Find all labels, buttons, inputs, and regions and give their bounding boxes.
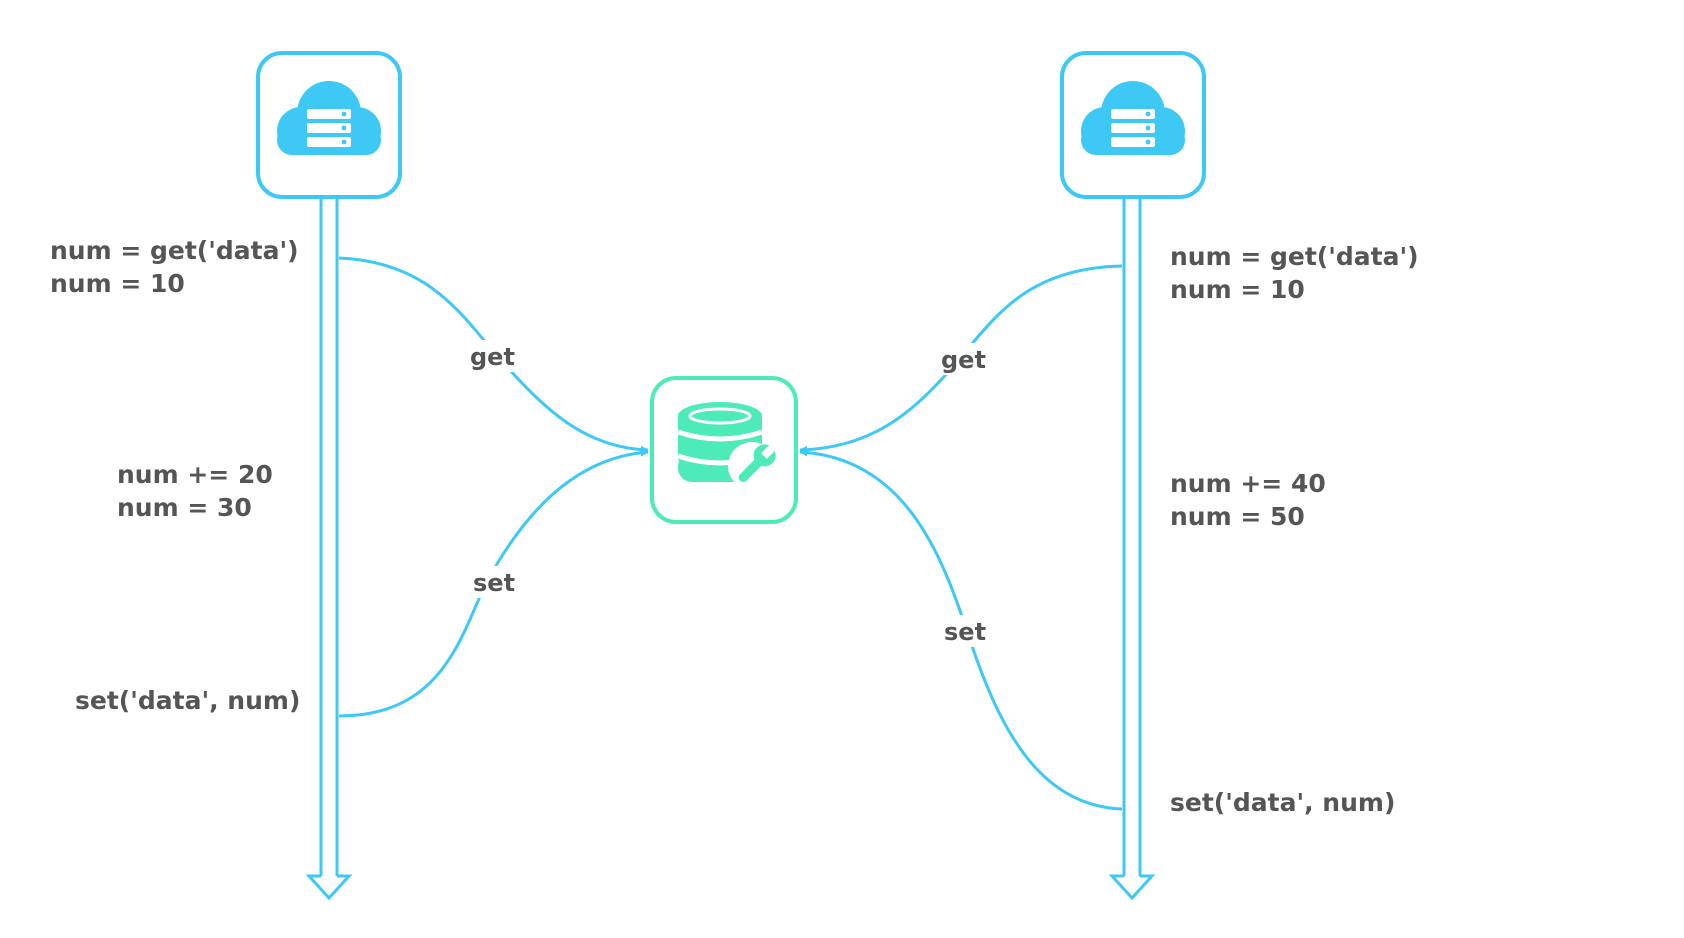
edges: [338, 256, 1123, 811]
right-code: num = get('data') num = 10 num += 40 num…: [1170, 242, 1419, 817]
edge-labels: get set get set: [467, 340, 988, 647]
left-client: [256, 51, 402, 901]
left-step2-line1: num += 20: [117, 460, 273, 489]
database-node: [650, 376, 798, 524]
right-step2-line2: num = 50: [1170, 502, 1305, 531]
right-set-label: set: [944, 618, 986, 646]
left-step3: set('data', num): [75, 686, 300, 715]
left-set-label: set: [473, 569, 515, 597]
left-lifeline: [305, 199, 353, 901]
database-wrench-icon: [677, 402, 776, 490]
left-step1-line2: num = 10: [50, 269, 185, 298]
left-step2-line2: num = 30: [117, 493, 252, 522]
right-step3: set('data', num): [1170, 788, 1395, 817]
left-code: num = get('data') num = 10 num += 20 num…: [50, 236, 300, 715]
right-step1-line1: num = get('data'): [1170, 242, 1419, 271]
left-step1-line1: num = get('data'): [50, 236, 299, 265]
left-get-label: get: [470, 343, 515, 371]
right-lifeline: [1108, 199, 1156, 901]
right-step1-line2: num = 10: [1170, 275, 1305, 304]
cloud-server-icon: [1081, 81, 1185, 155]
cloud-server-icon: [277, 81, 381, 155]
right-step2-line1: num += 40: [1170, 469, 1326, 498]
right-get-label: get: [941, 346, 986, 374]
right-client: [1060, 51, 1206, 901]
